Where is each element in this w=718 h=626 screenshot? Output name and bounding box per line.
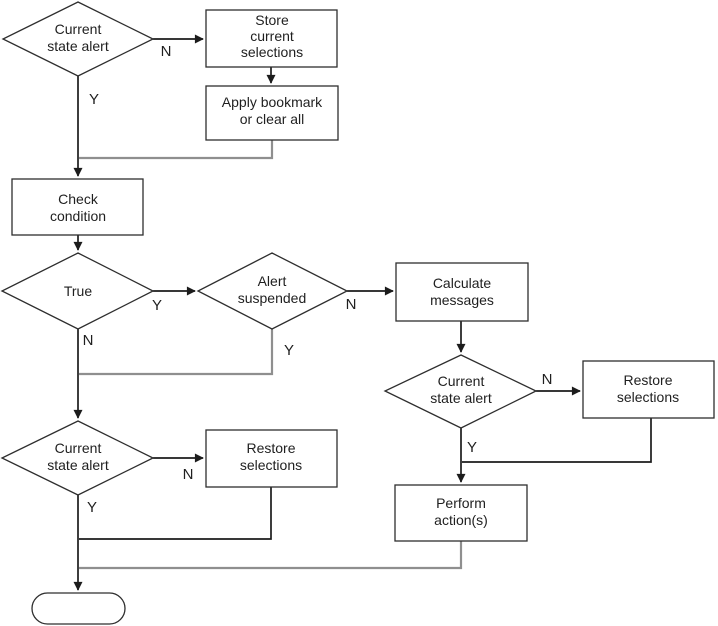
- edge-label-yes: Y: [87, 499, 97, 516]
- node-label: current: [250, 28, 294, 44]
- node-label: condition: [50, 208, 106, 224]
- node-label: Store: [255, 12, 289, 28]
- process-check-condition: [11, 178, 144, 236]
- terminal-end-node: [31, 592, 126, 625]
- edge-restore-right-merge: [462, 418, 652, 463]
- node-label: Check: [58, 191, 99, 207]
- node-label: Calculate: [433, 275, 492, 291]
- edge-label-yes: Y: [152, 297, 162, 314]
- decision-true: [0, 252, 155, 330]
- decision-current-state-alert-right: [383, 354, 538, 429]
- node-label: state alert: [47, 38, 109, 54]
- edge-label-no: N: [83, 332, 94, 349]
- edge-perform-actions-to-end-merge: [79, 541, 463, 570]
- node-label: action(s): [434, 512, 488, 528]
- node-label: Current: [55, 440, 102, 456]
- edge-label-no: N: [183, 466, 194, 483]
- node-label: Apply bookmark: [222, 94, 323, 110]
- edge-label-no: N: [346, 296, 357, 313]
- edge-label-yes: Y: [467, 439, 477, 456]
- edge-label-no: N: [161, 43, 172, 60]
- node-label: selections: [240, 457, 302, 473]
- node-label: state alert: [430, 390, 492, 406]
- node-label: messages: [430, 292, 494, 308]
- process-store-current-selections: [205, 9, 338, 68]
- decision-current-state-alert-left: [0, 420, 155, 496]
- node-label: Alert: [258, 273, 287, 289]
- process-restore-selections-right: [582, 360, 715, 419]
- process-restore-selections-left: [205, 429, 338, 488]
- node-label: state alert: [47, 457, 109, 473]
- edge-restore-left-merge: [79, 487, 272, 540]
- node-label: selections: [617, 389, 679, 405]
- process-perform-actions: [394, 484, 528, 542]
- node-label: Current: [55, 21, 102, 37]
- node-label: True: [64, 283, 92, 299]
- node-label: Current: [438, 373, 485, 389]
- edge-label-yes: Y: [89, 91, 99, 108]
- node-label: Perform: [436, 495, 486, 511]
- process-calculate-messages: [395, 262, 529, 322]
- edge-apply-bookmark-to-check-merge: [79, 140, 274, 160]
- node-label: selections: [241, 44, 303, 60]
- process-apply-bookmark: [205, 85, 339, 141]
- decision-alert-suspended: [196, 252, 349, 330]
- node-label: or clear all: [240, 111, 305, 127]
- node-label: Restore: [246, 440, 295, 456]
- edge-label-yes: Y: [284, 342, 294, 359]
- edge-alert-suspended-yes-merge: [79, 329, 274, 376]
- edge-label-no: N: [542, 371, 553, 388]
- decision-current-state-alert-top: [1, 1, 155, 77]
- node-label: suspended: [238, 290, 307, 306]
- node-label: Restore: [623, 372, 672, 388]
